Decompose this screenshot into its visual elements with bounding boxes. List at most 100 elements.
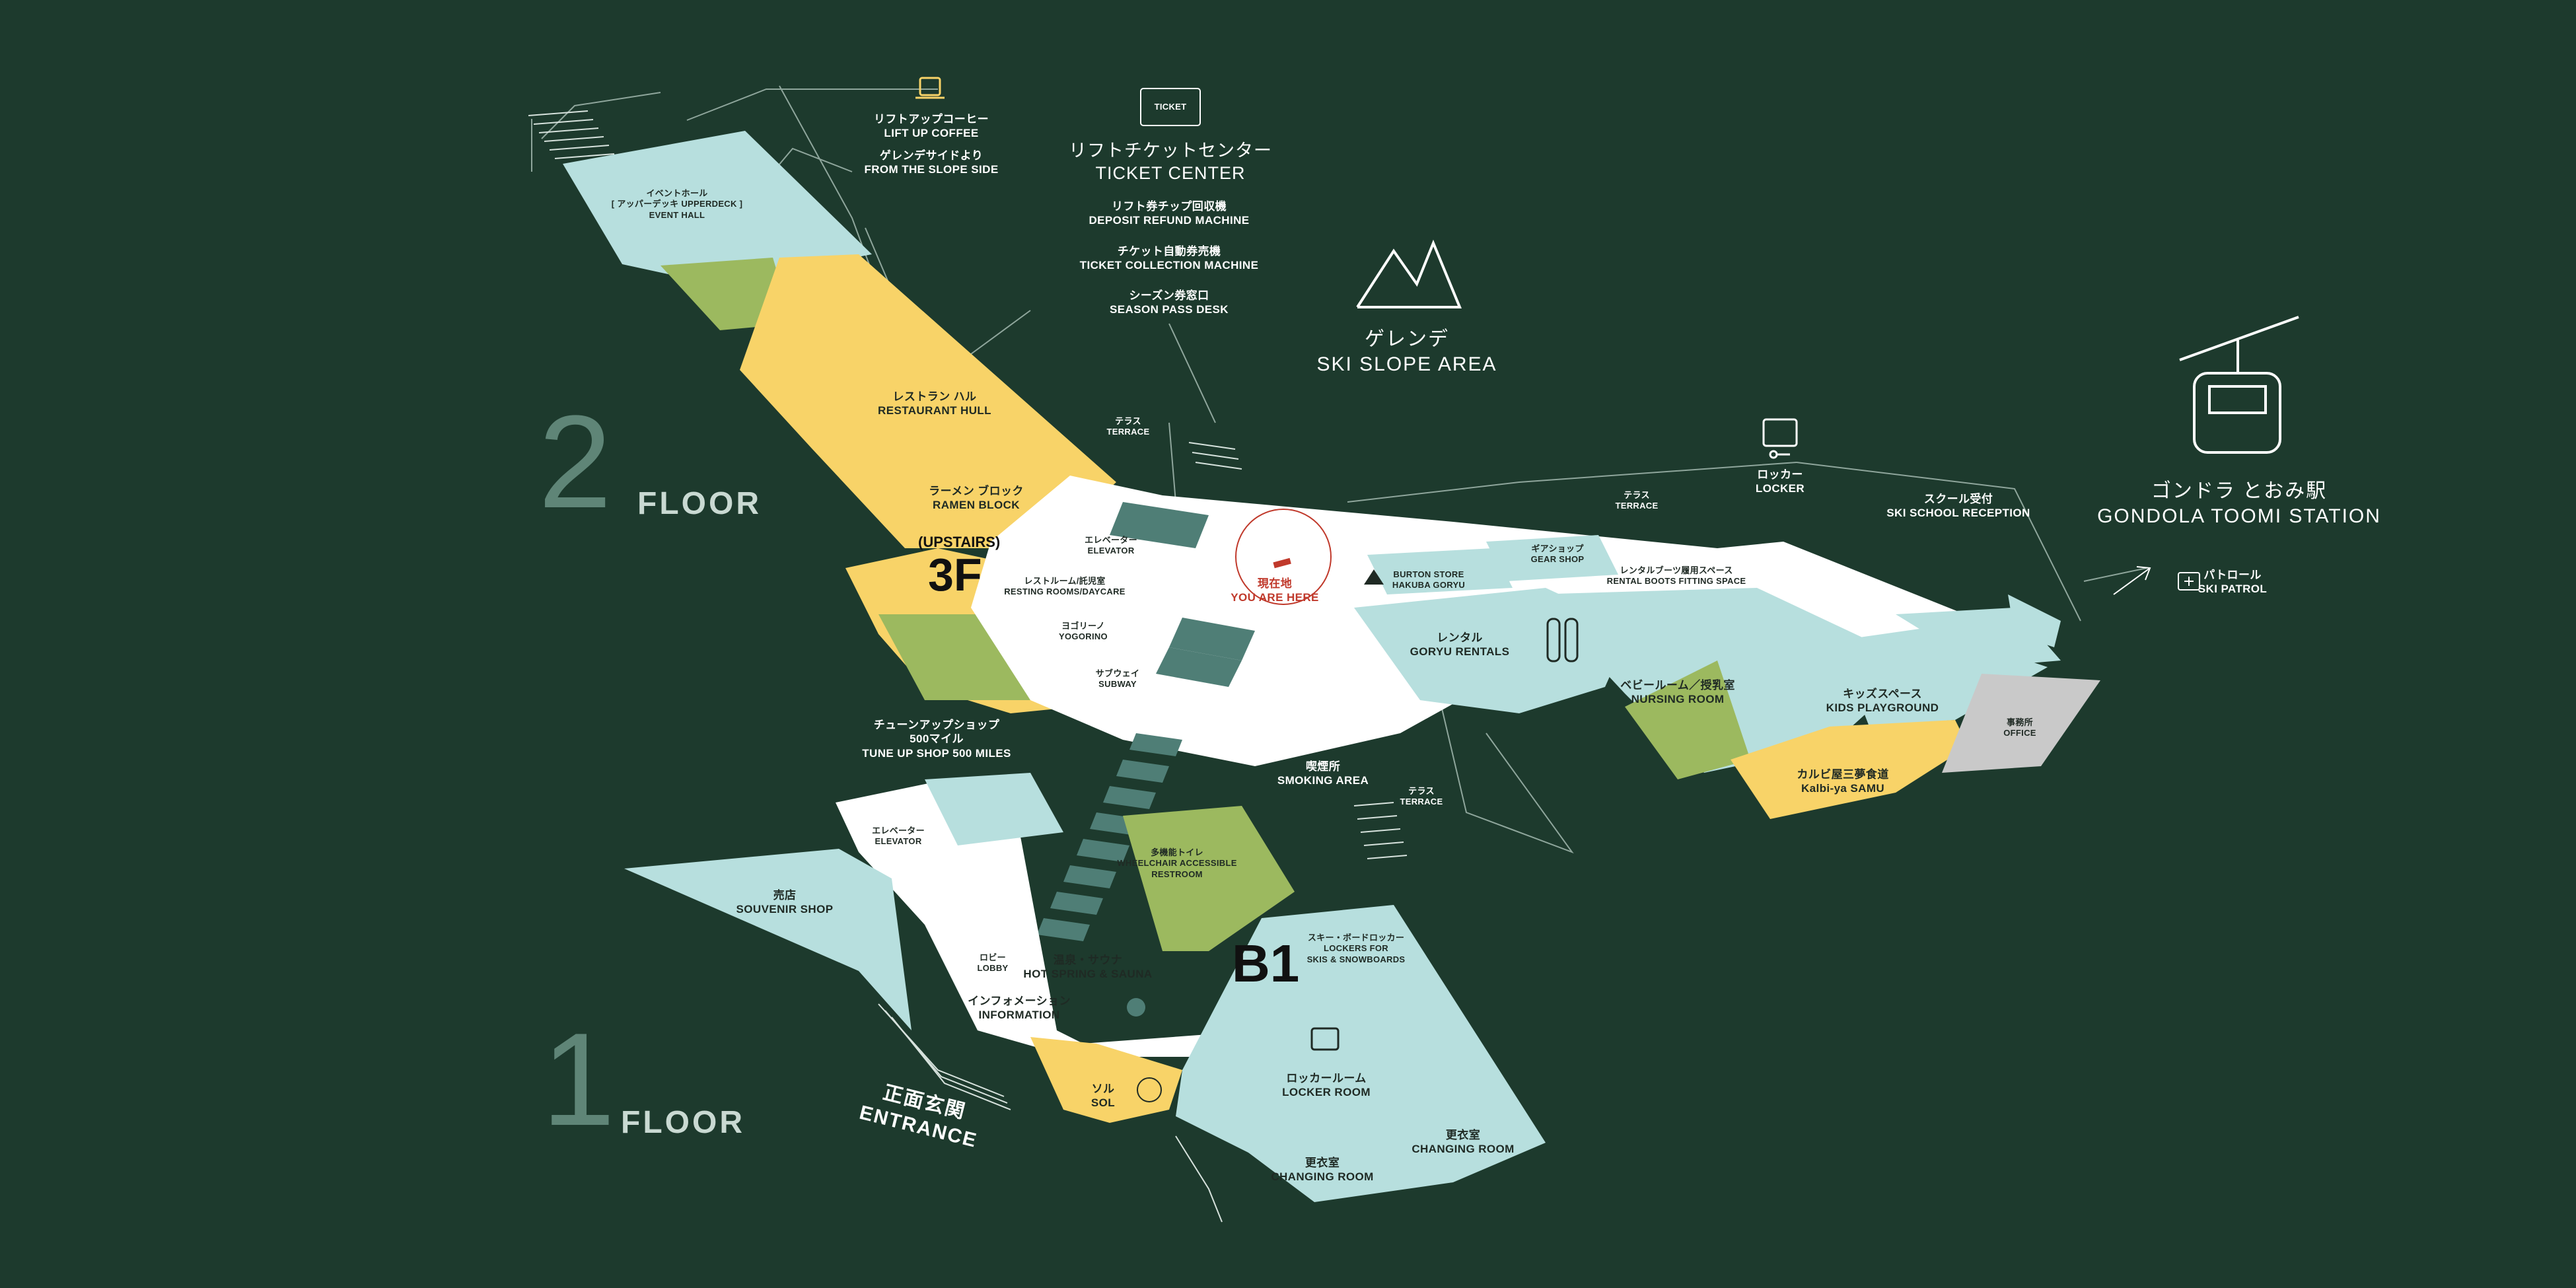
- restaurant-hull-en: RESTAURANT HULL: [878, 404, 991, 417]
- lobby-jp: ロビー: [980, 952, 1006, 962]
- rentals-label[interactable]: レンタル GORYU RENTALS: [1410, 631, 1510, 659]
- hot-spring-label[interactable]: 温泉・サウナ HOT SPRING & SAUNA: [1023, 953, 1152, 982]
- floor-2-label: FLOOR: [637, 486, 762, 521]
- information-label[interactable]: インフォメーション INFORMATION: [968, 994, 1071, 1022]
- changing-1-en: CHANGING ROOM: [1271, 1170, 1374, 1184]
- you-are-here-en: YOU ARE HERE: [1231, 591, 1319, 604]
- accessible-en1: WHEELCHAIR ACCESSIBLE: [1117, 858, 1237, 869]
- ski-rental-icon: [1546, 618, 1579, 662]
- locker-room-label[interactable]: ロッカールーム LOCKER ROOM: [1282, 1071, 1371, 1100]
- gondola-en: GONDOLA TOOMI STATION: [2097, 505, 2381, 527]
- changing-room-1-label[interactable]: 更衣室 CHANGING ROOM: [1271, 1156, 1373, 1184]
- nursing-label[interactable]: ベビールーム／授乳室 NURSING ROOM: [1620, 678, 1735, 707]
- restaurant-hull-label[interactable]: レストラン ハル RESTAURANT HULL: [878, 390, 991, 418]
- collection-jp: チケット自動券売機: [1117, 245, 1221, 258]
- gondola-arrow: [2113, 566, 2151, 595]
- event-hall-label[interactable]: イベントホール [ アッパーデッキ UPPERDECK ] EVENT HALL: [612, 188, 742, 221]
- gear-shop-label[interactable]: ギアショップ GEAR SHOP: [1531, 544, 1585, 565]
- elevator-1f-label[interactable]: エレベーター ELEVATOR: [872, 826, 925, 847]
- nursing-en: NURSING ROOM: [1631, 693, 1725, 706]
- kalbi-label[interactable]: カルビ屋三夢食道 Kalbi-ya SAMU: [1797, 768, 1888, 796]
- ski-patrol-label[interactable]: パトロール SKI PATROL: [2198, 568, 2267, 596]
- ski-lockers-jp: スキー・ボードロッカー: [1307, 933, 1405, 943]
- kids-label[interactable]: キッズスペース KIDS PLAYGROUND: [1826, 687, 1939, 715]
- lobby-label: ロビー LOBBY: [978, 952, 1009, 974]
- sol-label[interactable]: ソル SOL: [1091, 1082, 1115, 1110]
- yogorino-label[interactable]: ヨゴリーノ YOGORINO: [1059, 621, 1108, 643]
- gondola-jp: ゴンドラ とおみ駅: [2151, 480, 2328, 502]
- accessible-jp: 多機能トイレ: [1151, 847, 1203, 857]
- rentals-jp: レンタル: [1437, 631, 1483, 644]
- locker-icon: [1762, 418, 1798, 459]
- collection-label[interactable]: チケット自動券売機 TICKET COLLECTION MACHINE: [1080, 244, 1259, 273]
- hot-spring-en: HOT SPRING & SAUNA: [1023, 968, 1153, 981]
- restaurant-hull-jp: レストラン ハル: [892, 390, 977, 403]
- elevator-2f-en: ELEVATOR: [1087, 546, 1135, 556]
- boots-label[interactable]: レンタルブーツ履用スペース RENTAL BOOTS FITTING SPACE: [1607, 565, 1746, 587]
- accessible-restroom-label[interactable]: 多機能トイレ WHEELCHAIR ACCESSIBLE RESTROOM: [1117, 847, 1236, 880]
- terrace-1-jp: テラス: [1115, 416, 1141, 426]
- smoking-label[interactable]: 喫煙所 SMOKING AREA: [1277, 760, 1369, 788]
- information-icon: [1127, 998, 1145, 1017]
- elevator-2f-label[interactable]: エレベーター ELEVATOR: [1085, 535, 1137, 557]
- floor-b1-marker: B1: [1232, 934, 1300, 993]
- you-are-here-marker: [1273, 557, 1291, 569]
- burton-en1: BURTON STORE: [1393, 569, 1464, 579]
- elevator-1f-jp: エレベーター: [872, 826, 925, 836]
- ski-slope-label[interactable]: ゲレンデ SKI SLOPE AREA: [1316, 327, 1497, 376]
- coffee-jp: リフトアップコーヒー: [874, 113, 989, 125]
- you-are-here-ring: [1235, 509, 1332, 605]
- office-label[interactable]: 事務所 OFFICE: [2003, 717, 2036, 739]
- kalbi-jp: カルビ屋三夢食道: [1797, 768, 1889, 781]
- season-label[interactable]: シーズン券窓口 SEASON PASS DESK: [1110, 289, 1229, 317]
- coffee-label[interactable]: リフトアップコーヒー LIFT UP COFFEE ゲレンデサイドより FROM…: [864, 112, 998, 176]
- floor-1-number: 1: [542, 1006, 616, 1153]
- deposit-label[interactable]: リフト券チップ回収機 DEPOSIT REFUND MACHINE: [1089, 199, 1249, 228]
- tune-up-jp2: 500マイル: [910, 733, 964, 746]
- burton-store-label[interactable]: BURTON STORE HAKUBA GORYU: [1392, 569, 1465, 591]
- locker-top-en: LOCKER: [1755, 482, 1805, 495]
- tune-up-label[interactable]: チューンアップショップ 500マイル TUNE UP SHOP 500 MILE…: [862, 718, 1011, 760]
- locker-top-label[interactable]: ロッカー LOCKER: [1756, 468, 1805, 496]
- souvenir-jp: 売店: [773, 889, 797, 902]
- tune-up-jp: チューンアップショップ: [873, 719, 1000, 731]
- ramen-label[interactable]: ラーメン ブロック RAMEN BLOCK: [929, 484, 1024, 513]
- coffee-note-en: FROM THE SLOPE SIDE: [864, 162, 999, 176]
- rentals-en: GORYU RENTALS: [1410, 645, 1510, 659]
- souvenir-label[interactable]: 売店 SOUVENIR SHOP: [736, 888, 834, 917]
- event-hall-jp2: [ アッパーデッキ UPPERDECK ]: [611, 199, 743, 209]
- kids-en: KIDS PLAYGROUND: [1826, 701, 1939, 715]
- sol-en: SOL: [1091, 1096, 1116, 1110]
- kids-jp: キッズスペース: [1843, 688, 1922, 700]
- changing-room-2-label[interactable]: 更衣室 CHANGING ROOM: [1412, 1128, 1514, 1157]
- ski-school-label[interactable]: スクール受付 SKI SCHOOL RECEPTION: [1886, 492, 2030, 520]
- season-jp: シーズン券窓口: [1129, 289, 1209, 302]
- mountain-icon: [1356, 239, 1462, 308]
- deposit-jp: リフト券チップ回収機: [1111, 200, 1227, 213]
- boots-jp: レンタルブーツ履用スペース: [1620, 565, 1733, 575]
- connector-stairs: [1037, 733, 1182, 941]
- slope-en: SKI SLOPE AREA: [1316, 353, 1497, 375]
- gondola-label[interactable]: ゴンドラ とおみ駅 GONDOLA TOOMI STATION: [2097, 479, 2381, 528]
- changing-1-jp: 更衣室: [1305, 1157, 1340, 1169]
- ticket-center-en: TICKET CENTER: [1095, 162, 1246, 183]
- terrace-label-3: テラス TERRACE: [1400, 786, 1443, 808]
- collection-en: TICKET COLLECTION MACHINE: [1079, 259, 1259, 272]
- hot-spring-jp: 温泉・サウナ: [1053, 954, 1123, 966]
- yogorino-jp: ヨゴリーノ: [1061, 621, 1105, 631]
- tune-up-en: TUNE UP SHOP 500 MILES: [862, 746, 1011, 760]
- event-hall-jp: イベントホール: [646, 188, 708, 198]
- elevator-1f-en: ELEVATOR: [875, 836, 922, 847]
- smoking-jp: 喫煙所: [1305, 760, 1341, 773]
- upper-stairs: [528, 110, 615, 159]
- subway-label[interactable]: サブウェイ SUBWAY: [1096, 668, 1140, 690]
- resting-label[interactable]: レストルーム/託児室 RESTING ROOMS/DAYCARE: [1004, 576, 1126, 598]
- burton-en2: HAKUBA GORYU: [1392, 580, 1466, 590]
- ski-lockers-label[interactable]: スキー・ボードロッカー LOCKERS FOR SKIS & SNOWBOARD…: [1307, 933, 1406, 965]
- gear-en: GEAR SHOP: [1530, 554, 1585, 565]
- lobby-en: LOBBY: [977, 963, 1009, 974]
- ticket-center-label[interactable]: リフトチケットセンター TICKET CENTER: [1069, 140, 1272, 185]
- patrol-jp: パトロール: [2203, 569, 2262, 581]
